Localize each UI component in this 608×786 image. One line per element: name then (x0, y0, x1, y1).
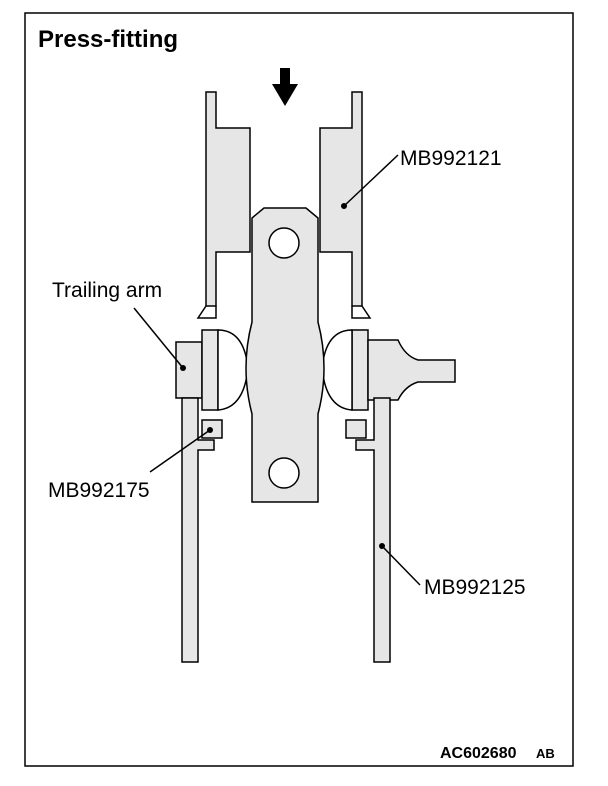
bushing-center-plate (245, 207, 325, 503)
trailing-arm-right-wall (351, 329, 369, 411)
leader-mb992125 (381, 545, 421, 586)
leader-mb992175 (149, 429, 211, 473)
tool-mb992121-left-half (205, 91, 251, 307)
label-mb992125: MB992125 (424, 576, 526, 599)
tool-mb992121-lips (196, 305, 372, 319)
figure-id-code: AC602680 (440, 745, 517, 762)
trailing-arm-housing (175, 329, 456, 411)
leader-mb992121 (343, 154, 399, 207)
figure-id-suffix: AB (536, 746, 555, 761)
trailing-arm-right-extension (367, 339, 456, 401)
trailing-arm-left-wall (201, 329, 219, 411)
press-direction-arrow (272, 68, 298, 106)
label-trailing-arm: Trailing arm (52, 279, 162, 302)
label-mb992121: MB992121 (400, 147, 502, 170)
tool-mb992125-left-leg (181, 397, 215, 663)
tool-mb992121-upper (205, 91, 363, 307)
leader-lines (133, 154, 421, 586)
tool-mb992121-right-half (319, 91, 363, 307)
leader-trailing-arm (133, 307, 184, 369)
bushing-lower-hole (268, 457, 300, 489)
leader-dots (180, 203, 385, 549)
bushing-upper-hole (268, 227, 300, 259)
label-mb992175: MB992175 (48, 479, 150, 502)
tool-mb992175-right-square (345, 419, 367, 439)
tool-mb992125-lower (181, 397, 391, 663)
figure-title: Press-fitting (38, 26, 178, 53)
tool-mb992125-right-leg (355, 397, 391, 663)
trailing-arm-left-block (175, 341, 203, 399)
